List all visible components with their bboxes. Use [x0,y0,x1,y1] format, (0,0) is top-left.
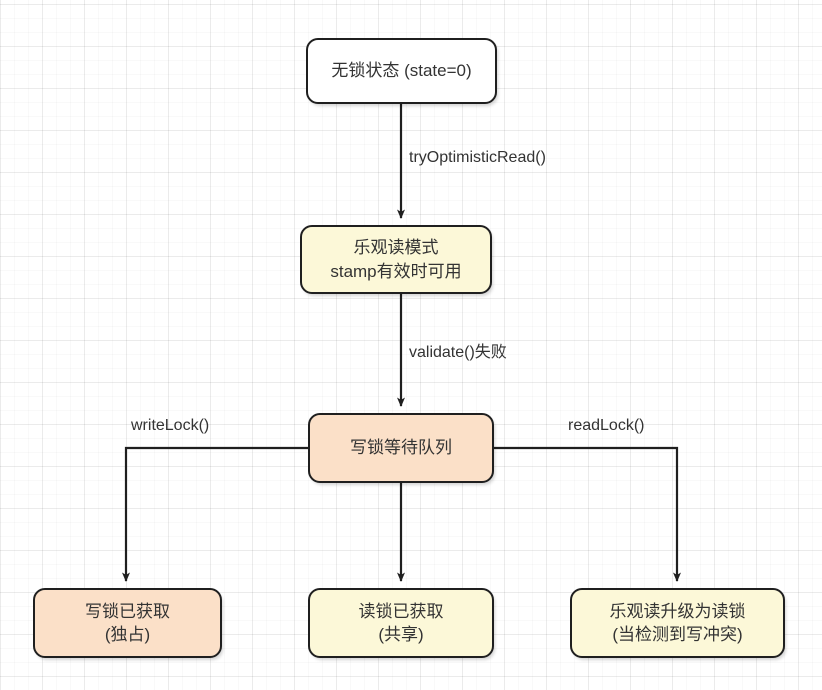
node-read-lock-acquired[interactable]: 读锁已获取 (共享) [308,588,494,658]
edge-label-write-lock: writeLock() [131,417,210,434]
node-optimistic-read-mode-line-1: 乐观读模式 [353,238,439,258]
node-write-lock-acquired[interactable]: 写锁已获取 (独占) [33,588,222,658]
node-write-lock-acquired-line-2: (独占) [104,625,151,644]
edge-label-try-optimistic-read: tryOptimisticRead() [409,149,546,166]
node-write-lock-wait-queue-line-1: 写锁等待队列 [350,438,452,458]
edge-queue-to-write-lock [122,446,308,582]
node-unlocked-state-line-1: 无锁状态 (state=0) [331,61,472,81]
edge-queue-to-upgrade [494,446,681,582]
node-upgrade-to-read-lock-line-1: 乐观读升级为读锁 [609,601,746,621]
edge-label-read-lock: readLock() [568,417,645,434]
node-unlocked-state[interactable]: 无锁状态 (state=0) [306,38,497,104]
node-write-lock-acquired-line-1: 写锁已获取 [85,601,170,621]
node-optimistic-read-mode-line-2: stamp有效时可用 [330,261,462,281]
node-write-lock-wait-queue[interactable]: 写锁等待队列 [308,413,494,483]
node-upgrade-to-read-lock-line-2: (当检测到写冲突) [612,625,743,644]
node-read-lock-acquired-line-2: (共享) [378,625,424,644]
node-optimistic-read-mode[interactable]: 乐观读模式 stamp有效时可用 [300,225,492,294]
node-upgrade-to-read-lock[interactable]: 乐观读升级为读锁 (当检测到写冲突) [570,588,785,658]
edge-label-validate-failed: validate()失败 [409,344,507,361]
node-read-lock-acquired-line-1: 读锁已获取 [358,601,444,621]
